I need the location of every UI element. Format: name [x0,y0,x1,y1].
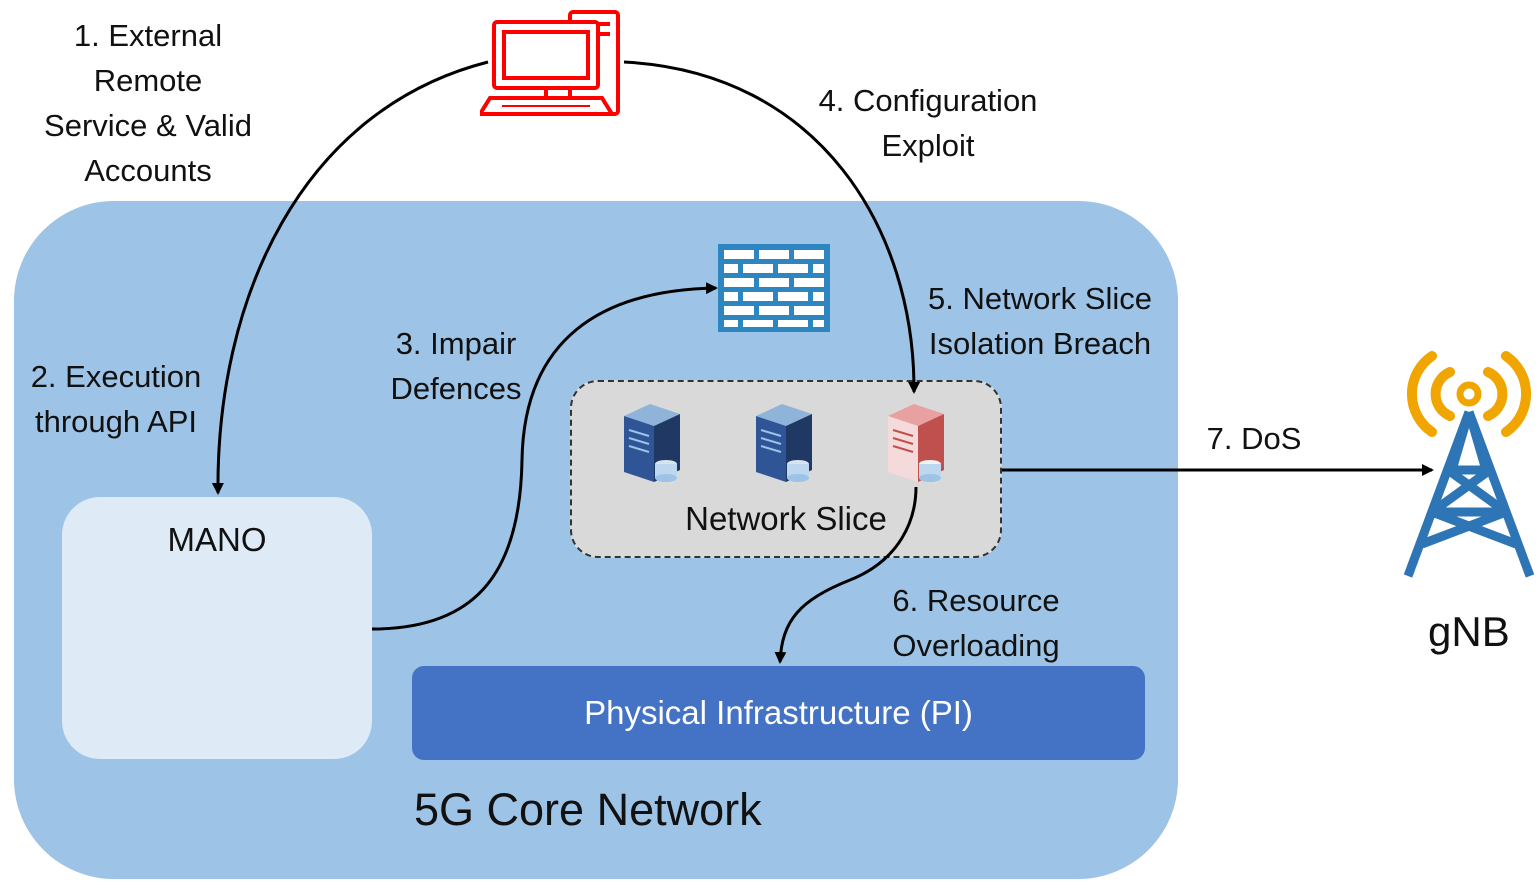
arrow-step-4-5 [623,60,921,394]
step-5-label: 5. Network Slice Isolation Breach [928,281,1152,361]
arrow-step-1-2 [211,60,489,495]
arrow-step-6 [774,486,918,664]
server-icon [756,404,812,482]
step-6-label: 6. Resource Overloading [892,583,1060,663]
network-slice-label: Network Slice [685,500,887,537]
step-7-label: 7. DoS [1206,421,1302,456]
physical-infrastructure-label: Physical Infrastructure (PI) [584,694,973,731]
server-icon [624,404,680,482]
arrow-step-3 [371,282,718,631]
mano-label: MANO [167,521,267,558]
step-3-label: 3. Impair Defences [390,326,522,406]
compromised-server-icon [888,404,944,482]
step-4-label: 4. Configuration Exploit [818,83,1038,163]
cell-tower-icon [1403,351,1535,578]
core-network-label: 5G Core Network [414,784,762,835]
mano-box: MANO [62,497,372,759]
step-1-label: 1. External Remote Service & Valid Accou… [44,18,252,188]
physical-infrastructure-box: Physical Infrastructure (PI) [412,666,1145,760]
gnb-label: gNB [1428,608,1510,655]
step-2-label: 2. Execution through API [30,359,202,439]
firewall-icon [718,244,830,332]
attacker-computer-icon [480,10,620,116]
